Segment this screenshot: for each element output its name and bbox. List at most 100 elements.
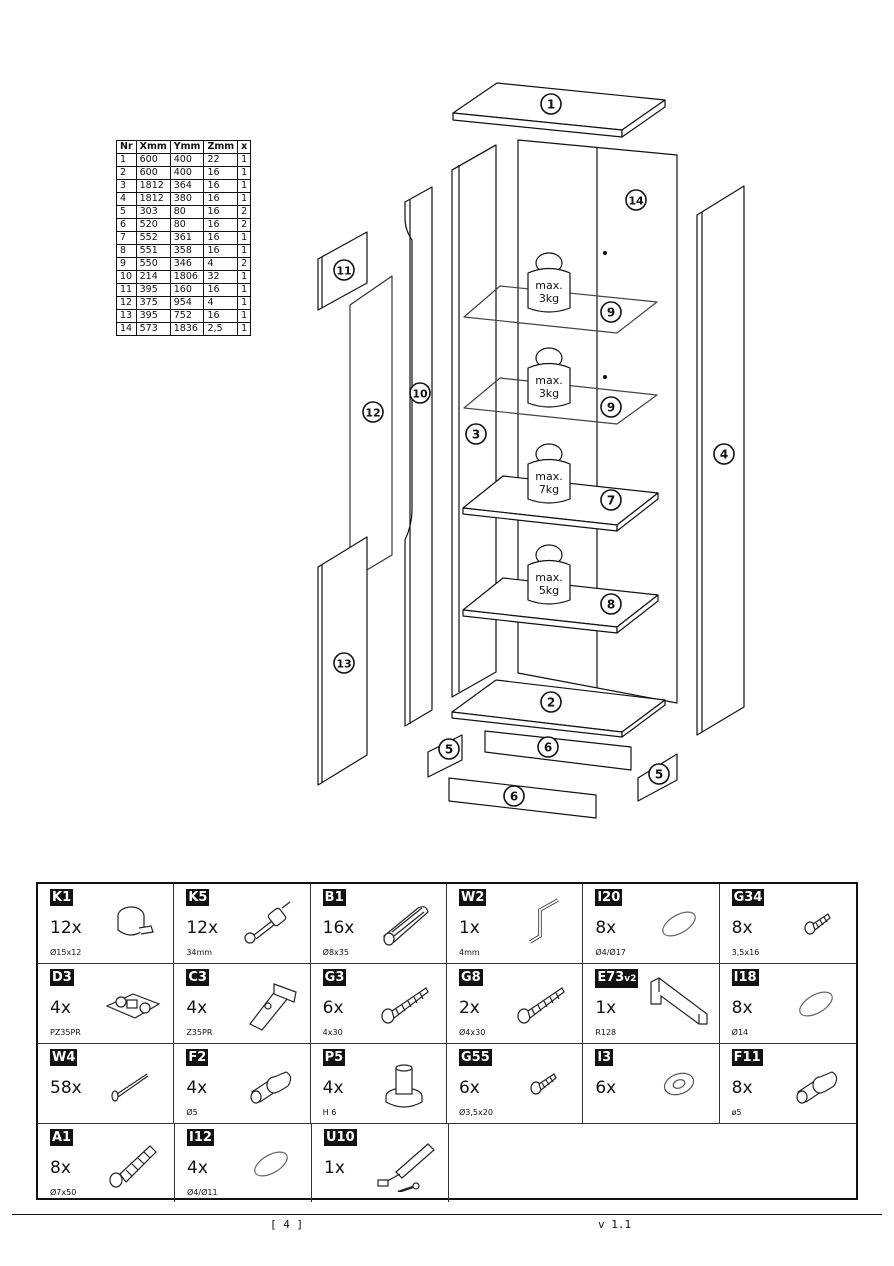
table-cell: 380	[169, 192, 205, 206]
table-cell: 1812	[135, 179, 171, 193]
glass-shelf-9-upper	[463, 285, 658, 334]
table-cell: 1	[116, 153, 137, 167]
hardware-spec: Ø8x35	[322, 948, 349, 957]
hardware-quantity: 8x	[595, 918, 617, 938]
shelf-pin-icon	[250, 1071, 291, 1104]
part-number-label: 10	[409, 382, 431, 404]
table-cell: 2,5	[203, 322, 239, 336]
hardware-code-text: U10	[326, 1130, 355, 1145]
hardware-code: I18	[731, 969, 759, 986]
svg-text:11: 11	[336, 265, 351, 278]
hardware-code-text: I12	[189, 1130, 212, 1145]
hardware-quantity: 8x	[731, 918, 753, 938]
screw-icon	[381, 987, 429, 1024]
table-cell: 16	[203, 192, 239, 206]
svg-text:3kg: 3kg	[539, 387, 559, 400]
hardware-spec: Ø3,5x20	[458, 1108, 493, 1117]
max-load-weight-icon: max.3kg	[527, 252, 571, 313]
table-cell: 954	[169, 296, 205, 310]
cam-lock-icon	[117, 906, 155, 936]
hinge-plate-icon	[105, 993, 161, 1019]
table-header: Xmm	[135, 140, 171, 154]
part-number-label: 13	[333, 652, 355, 674]
table-cell: 32	[203, 270, 239, 284]
hardware-code: G3	[322, 969, 347, 986]
shelf-7	[462, 475, 659, 532]
svg-text:12: 12	[365, 407, 380, 420]
hardware-code: P5	[322, 1049, 346, 1066]
svg-text:max.: max.	[535, 374, 562, 387]
hardware-code-text: W4	[52, 1050, 76, 1065]
table-cell: 550	[135, 257, 171, 271]
table-cell: 80	[169, 218, 205, 232]
hardware-spec: PZ35PR	[50, 1028, 81, 1037]
svg-text:8: 8	[607, 598, 615, 612]
table-cell: 1	[237, 179, 252, 193]
hardware-quantity: 4x	[187, 1158, 208, 1178]
part-number-label: 5	[648, 763, 670, 785]
cap-cover-icon	[661, 911, 696, 937]
document-version: v 1.1	[598, 1218, 632, 1231]
svg-text:13: 13	[336, 658, 351, 671]
hardware-quantity: 16x	[322, 918, 355, 938]
part-number-label: 9	[600, 301, 622, 323]
hardware-spec: Ø4/Ø17	[595, 948, 626, 957]
hardware-code: G8	[458, 969, 483, 986]
hardware-code-text: G8	[460, 970, 481, 985]
svg-text:max.: max.	[535, 279, 562, 292]
max-load-weight-icon: max.5kg	[527, 544, 571, 605]
table-cell: 160	[169, 283, 205, 297]
part-number-label: 1	[540, 93, 562, 115]
table-cell: 1812	[135, 192, 171, 206]
hardware-code-text: W2	[460, 890, 485, 905]
hardware-quantity: 2x	[458, 998, 480, 1018]
hardware-spec: Z35PR	[186, 1028, 213, 1037]
short-screw-icon	[530, 1073, 558, 1095]
part-number-label: 2	[540, 691, 562, 713]
hardware-code: G55	[458, 1049, 492, 1066]
hardware-code-text: K1	[52, 890, 72, 905]
hardware-code: D3	[50, 969, 74, 986]
cap-cover-icon	[799, 991, 833, 1017]
hardware-code: K5	[186, 889, 210, 906]
screw-icon	[517, 987, 566, 1024]
table-header: Ymm	[169, 140, 205, 154]
hardware-code: K1	[50, 889, 74, 906]
svg-text:3kg: 3kg	[539, 292, 559, 305]
hardware-code: I20	[595, 889, 623, 906]
hardware-code-text: I3	[597, 1050, 612, 1065]
hardware-quantity: 4x	[50, 998, 71, 1018]
door-10	[404, 186, 433, 727]
svg-text:3: 3	[472, 428, 480, 442]
table-cell: 358	[169, 244, 205, 258]
hardware-code-text: D3	[52, 970, 72, 985]
table-cell: 1	[237, 166, 252, 180]
table-cell: 214	[135, 270, 171, 284]
part-number-label: 3	[465, 423, 487, 445]
svg-text:7kg: 7kg	[539, 483, 559, 496]
table-cell: 573	[135, 322, 171, 336]
footer-divider	[12, 1214, 882, 1215]
hardware-code: F11	[731, 1049, 763, 1066]
table-cell: 395	[135, 283, 171, 297]
